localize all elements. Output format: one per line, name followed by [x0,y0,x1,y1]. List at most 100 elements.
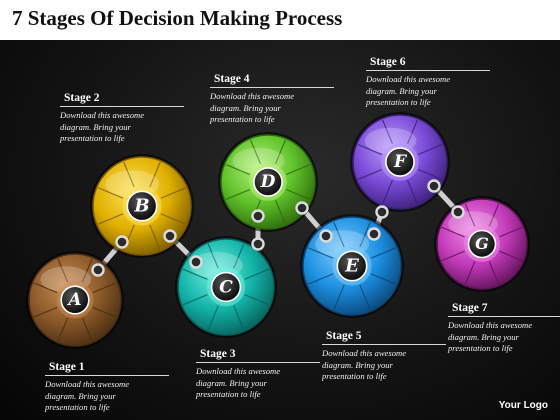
description-line: Download this awesome [448,320,533,330]
wheel-segment-line [33,282,58,294]
stage-block-7: Stage 7 Download this awesome diagram. B… [448,302,560,355]
description-line: presentation to life [196,389,261,399]
stage-letter: C [219,277,233,297]
wheel-segment-line [207,243,219,269]
wheel-segment-line [149,161,161,188]
wheel-segment-line [359,284,371,311]
wheel-segment-line [381,180,394,205]
connector-ring [115,235,129,249]
stage-wheel-1: A [26,251,124,349]
description-line: Download this awesome [322,348,407,358]
stage-wheel-7: G [434,196,530,292]
stage-letter: G [475,234,489,253]
wheel-segment-line [97,187,124,199]
stage-letter: E [344,255,359,276]
description-line: presentation to life [45,402,110,412]
wheel-segment-line [160,187,187,199]
description-line: presentation to life [210,114,275,124]
wheel-segment-line [418,168,443,181]
stage-divider [210,87,334,88]
stage-label: Stage 1 [49,361,85,373]
stage-description: Download this awesome diagram. Bring you… [196,366,320,401]
wheel-segment-line [441,226,465,238]
wheel-segment-line [488,203,500,227]
wheel-segment-line [381,119,394,144]
stage-divider [60,106,184,107]
connector-ring [319,229,333,243]
description-line: Download this awesome [60,110,145,120]
connector-ring [367,227,381,241]
wheel-segment-line [207,305,219,331]
wheel-segment-line [33,306,58,318]
wheel-segment-line [244,268,270,280]
stage-divider [45,375,169,376]
stage-wheel-4: D [218,132,318,232]
stage-block-5: Stage 5 Download this awesome diagram. B… [322,330,446,383]
wheel-segment-line [357,168,382,181]
wheel-segment-line [81,317,93,342]
stage-block-3: Stage 3 Download this awesome diagram. B… [196,348,320,401]
stage-wheel-2: B [90,154,194,258]
stage-block-6: Stage 6 Download this awesome diagram. B… [366,56,490,109]
stage-description: Download this awesome diagram. Bring you… [366,74,490,109]
wheel-segment-line [160,213,187,225]
wheel-segment-line [499,226,523,238]
stage-label: Stage 2 [64,92,100,104]
connector-ring [251,209,265,223]
stage-block-2: Stage 2 Download this awesome diagram. B… [60,92,184,145]
stage-label: Stage 3 [200,348,236,360]
wheel-segment-line [370,273,397,285]
wheel-hub [336,250,368,282]
wheel-segment-line [249,139,262,164]
connector-ring [295,201,309,215]
connector-ring [375,205,389,219]
stage-description: Download this awesome diagram. Bring you… [448,320,560,355]
description-line: diagram. Bring your [196,377,267,388]
description-line: diagram. Bring your [366,85,437,96]
wheel-segment-line [406,180,419,205]
description-line: Download this awesome [366,74,451,84]
description-line: Download this awesome [196,366,281,376]
stage-wheel-6: F [350,112,450,212]
wheel-segment-line [307,273,334,285]
wheel-hub [126,190,158,222]
wheel-hub [253,167,283,197]
wheel-segment-line [274,139,287,164]
wheel-segment-line [97,213,124,225]
stage-letter: A [66,290,81,310]
connector-ring [163,229,177,243]
connector-ring [91,263,105,277]
logo-text: Your Logo [498,400,548,411]
wheel-hub [60,285,90,315]
wheel-segment-line [57,317,69,342]
stage-label: Stage 6 [370,56,406,68]
wheel-hub [467,229,497,259]
wheel-segment-line [123,161,135,188]
stage-divider [322,344,446,345]
wheel-segment-line [286,188,311,201]
stage-letter: F [393,152,408,172]
stage-label: Stage 4 [214,73,250,85]
connector-ring [427,179,441,193]
wheel-segment-line [225,188,250,201]
wheel-segment-line [307,247,334,259]
description-line: presentation to life [448,343,513,353]
wheel-segment-line [182,268,208,280]
wheel-segment-line [286,163,311,176]
connector-ring [451,205,465,219]
description-line: presentation to life [60,133,125,143]
wheel-segment-line [274,200,287,225]
description-line: Download this awesome [210,91,295,101]
stage-label: Stage 5 [326,330,362,342]
stage-block-1: Stage 1 Download this awesome diagram. B… [45,361,169,414]
wheel-segment-line [464,203,476,227]
description-line: presentation to life [322,371,387,381]
description-line: diagram. Bring your [60,121,131,132]
stage-label: Stage 7 [452,302,488,314]
wheel-segment-line [233,305,245,331]
stage-description: Download this awesome diagram. Bring you… [322,348,446,383]
description-line: presentation to life [366,97,431,107]
stage-description: Download this awesome diagram. Bring you… [210,91,334,126]
